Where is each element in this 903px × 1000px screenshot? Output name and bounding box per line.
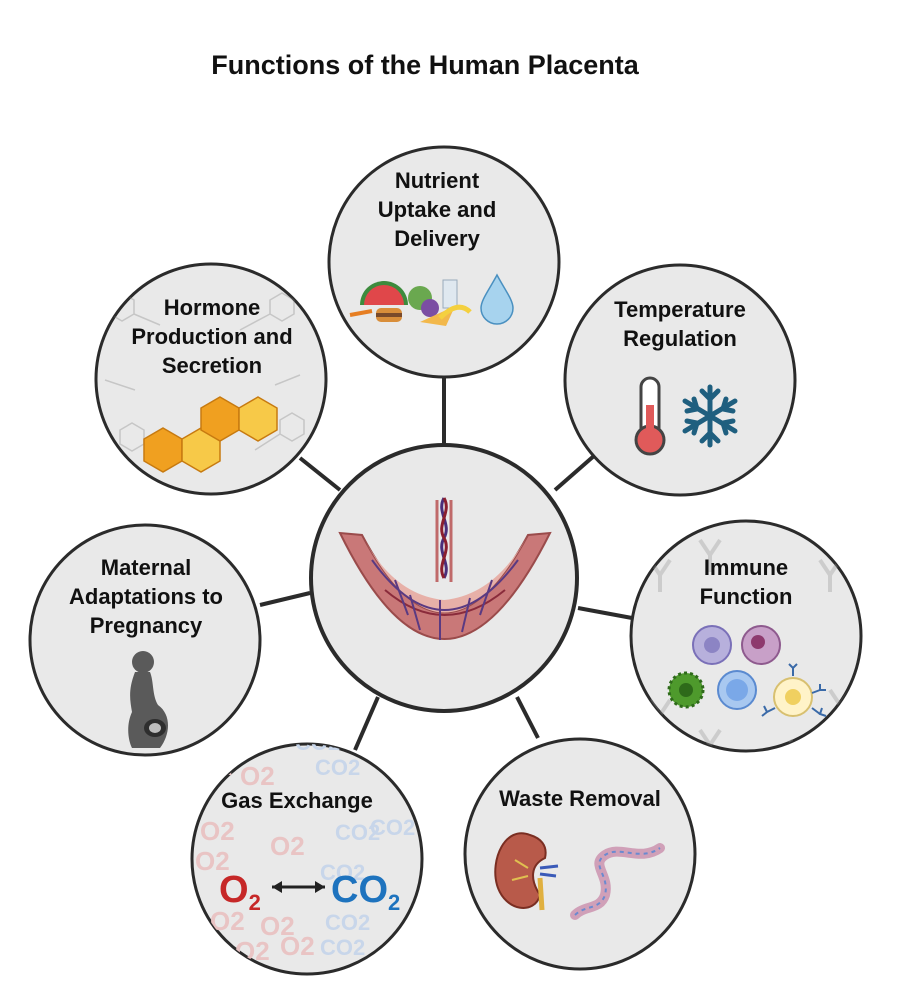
connector-temperature — [553, 453, 597, 492]
immune-label-line-2: Function — [700, 584, 793, 609]
temperature-label-line-1: Temperature — [614, 297, 746, 322]
svg-text:CO2: CO2 — [325, 910, 370, 935]
page-title: Functions of the Human Placenta — [211, 50, 639, 80]
svg-text:O2: O2 — [260, 911, 295, 941]
node-temperature-regulation: Temperature Regulation — [563, 263, 797, 497]
maternal-label-line-3: Pregnancy — [90, 613, 203, 638]
maternal-label-line-1: Maternal — [101, 555, 191, 580]
connector-maternal — [259, 591, 311, 607]
svg-text:CO2: CO2 — [315, 755, 360, 780]
immune-label-line-1: Immune — [704, 555, 788, 580]
hormone-label-line-3: Secretion — [162, 353, 262, 378]
o2-formula: O2 — [219, 869, 261, 915]
pregnant-woman-icon — [128, 651, 168, 748]
placenta-icon — [338, 497, 552, 640]
node-immune-function: Immune Function — [629, 519, 863, 753]
hormone-label-line-2: Production and — [131, 324, 292, 349]
food-icon — [349, 279, 472, 326]
nutrient-label-line-1: Nutrient — [395, 168, 480, 193]
svg-text:O2: O2 — [240, 761, 275, 791]
connector-hormone — [298, 456, 342, 492]
hormone-molecule-icon — [143, 396, 278, 473]
waste-label: Waste Removal — [499, 786, 661, 811]
connector-gas — [353, 696, 380, 751]
svg-text:O2: O2 — [280, 931, 315, 961]
immune-cells-icon — [667, 625, 827, 717]
connectors — [259, 378, 633, 751]
nutrient-label-line-2: Uptake and — [378, 197, 497, 222]
svg-text:CO2: CO2 — [370, 815, 415, 840]
gas-exchange-icon: O2 CO2 — [219, 869, 400, 915]
connector-waste — [515, 696, 540, 739]
node-waste-removal: Waste Removal — [463, 737, 697, 971]
svg-text:CO2: CO2 — [335, 820, 380, 845]
nutrient-label-line-3: Delivery — [394, 226, 480, 251]
gas-label: Gas Exchange — [221, 788, 373, 813]
thermometer-icon — [634, 376, 666, 456]
water-drop-icon — [480, 273, 514, 325]
intestine-detail — [574, 847, 661, 916]
maternal-label-line-2: Adaptations to — [69, 584, 223, 609]
node-nutrient-uptake: Nutrient Uptake and Delivery — [327, 145, 561, 379]
connector-immune — [577, 606, 633, 620]
node-maternal-adaptations: Maternal Adaptations to Pregnancy — [28, 523, 262, 757]
svg-text:O2: O2 — [195, 846, 230, 876]
temperature-label-line-2: Regulation — [623, 326, 737, 351]
hormone-label-line-1: Hormone — [164, 295, 261, 320]
svg-text:CO2: CO2 — [295, 730, 340, 755]
node-gas-exchange: O2 CO2 O2 CO2 O2 O2 CO2 CO2 O2 CO2 O2 O2… — [190, 730, 424, 976]
svg-text:CO2: CO2 — [320, 860, 365, 885]
svg-text:O2: O2 — [270, 831, 305, 861]
svg-text:O2: O2 — [200, 816, 235, 846]
co2-formula: CO2 — [331, 869, 400, 915]
center-node — [309, 443, 579, 713]
kidney-icon — [494, 832, 559, 911]
svg-text:CO2: CO2 — [320, 935, 365, 960]
snowflake-icon — [682, 384, 738, 448]
node-hormone-production: Hormone Production and Secretion — [94, 262, 328, 496]
